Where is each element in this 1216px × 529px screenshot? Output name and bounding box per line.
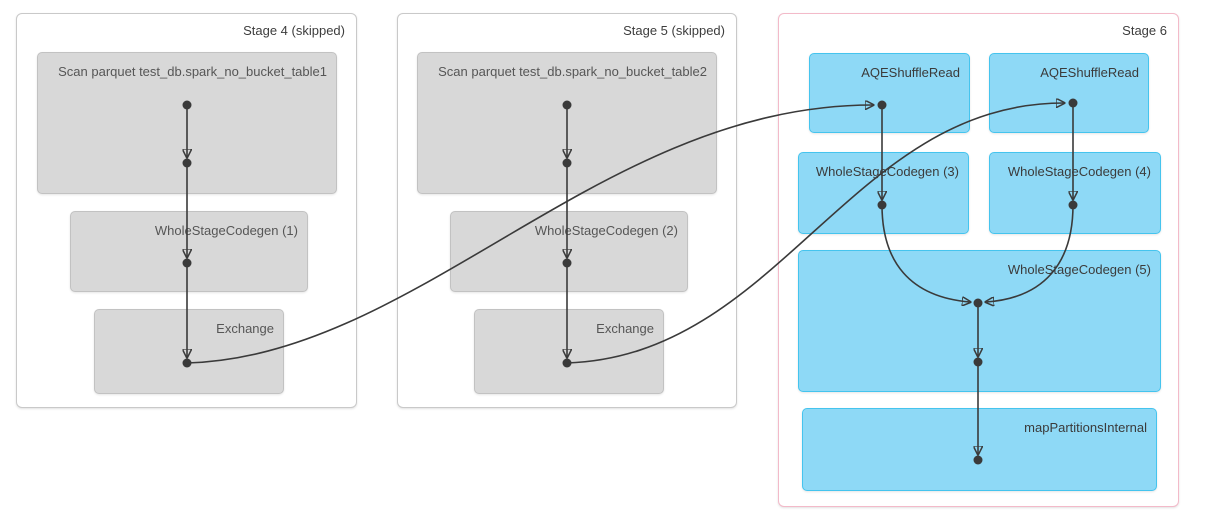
node-wholestagecodegen-1[interactable]: WholeStageCodegen (1) — [70, 211, 308, 292]
node-wholestagecodegen-4-label: WholeStageCodegen (4) — [1007, 164, 1151, 179]
stage4-title: Stage 4 (skipped) — [243, 23, 345, 38]
node-aqeshuffleread-right-label: AQEShuffleRead — [1040, 65, 1139, 80]
stage6-title: Stage 6 — [1122, 23, 1167, 38]
node-wholestagecodegen-1-label: WholeStageCodegen (1) — [154, 223, 298, 238]
node-scan-parquet-table2[interactable]: Scan parquet test_db.spark_no_bucket_tab… — [417, 52, 717, 194]
node-wholestagecodegen-3[interactable]: WholeStageCodegen (3) — [798, 152, 969, 234]
node-wholestagecodegen-2-label: WholeStageCodegen (2) — [534, 223, 678, 238]
node-aqeshuffleread-right[interactable]: AQEShuffleRead — [989, 53, 1149, 133]
node-scan-parquet-table1-label: Scan parquet test_db.spark_no_bucket_tab… — [58, 64, 327, 79]
node-wholestagecodegen-2[interactable]: WholeStageCodegen (2) — [450, 211, 688, 292]
node-wholestagecodegen-4[interactable]: WholeStageCodegen (4) — [989, 152, 1161, 234]
node-mappartitionsinternal-label: mapPartitionsInternal — [1024, 420, 1147, 435]
node-wholestagecodegen-5[interactable]: WholeStageCodegen (5) — [798, 250, 1161, 392]
node-exchange-stage5-label: Exchange — [596, 321, 654, 336]
node-exchange-stage5[interactable]: Exchange — [474, 309, 664, 394]
node-scan-parquet-table2-label: Scan parquet test_db.spark_no_bucket_tab… — [438, 64, 707, 79]
node-wholestagecodegen-3-label: WholeStageCodegen (3) — [815, 164, 959, 179]
node-mappartitionsinternal[interactable]: mapPartitionsInternal — [802, 408, 1157, 491]
stage-panel-stage5[interactable]: Stage 5 (skipped) Scan parquet test_db.s… — [397, 13, 737, 408]
stage-panel-stage4[interactable]: Stage 4 (skipped) Scan parquet test_db.s… — [16, 13, 357, 408]
node-scan-parquet-table1[interactable]: Scan parquet test_db.spark_no_bucket_tab… — [37, 52, 337, 194]
node-aqeshuffleread-left-label: AQEShuffleRead — [861, 65, 960, 80]
node-exchange-stage4[interactable]: Exchange — [94, 309, 284, 394]
stage-panel-stage6[interactable]: Stage 6 AQEShuffleRead AQEShuffleRead Wh… — [778, 13, 1179, 507]
node-aqeshuffleread-left[interactable]: AQEShuffleRead — [809, 53, 970, 133]
node-exchange-stage4-label: Exchange — [216, 321, 274, 336]
stage5-title: Stage 5 (skipped) — [623, 23, 725, 38]
node-wholestagecodegen-5-label: WholeStageCodegen (5) — [1007, 262, 1151, 277]
